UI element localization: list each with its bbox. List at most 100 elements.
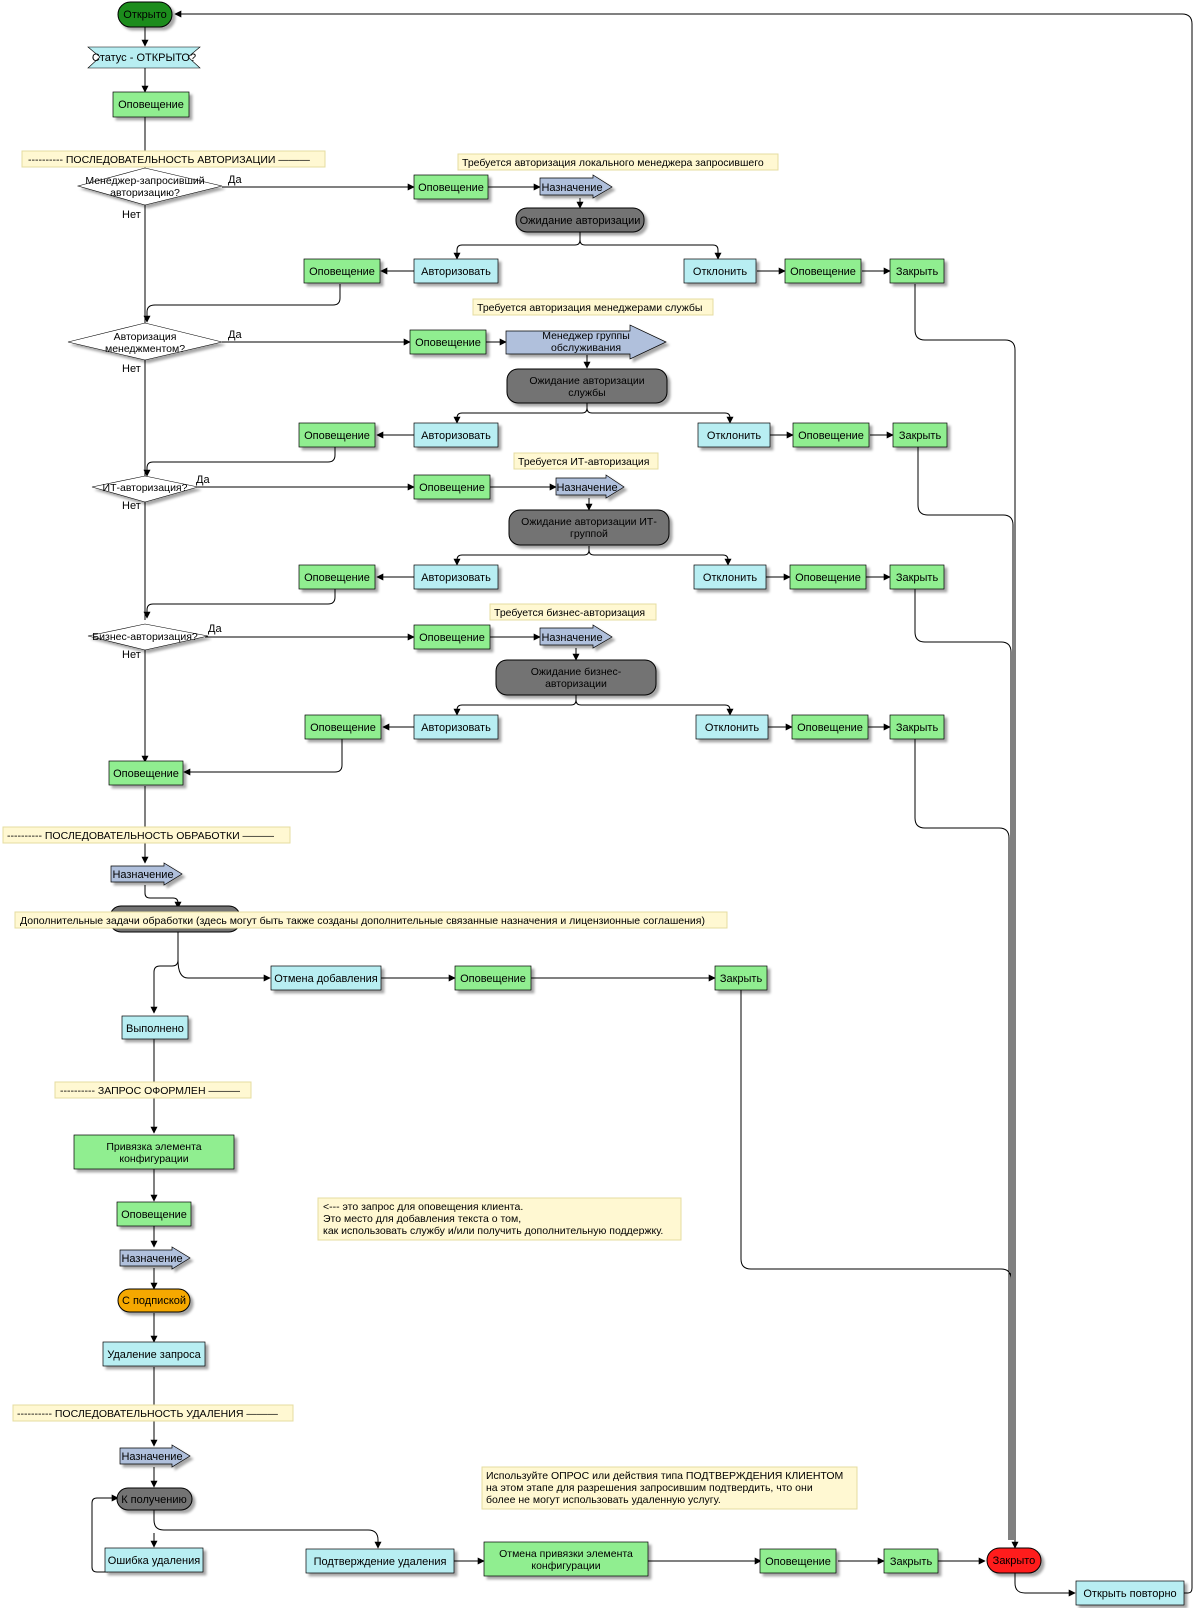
extra-tasks-bar[interactable]: Дополнительные задачи обработки (здесь м… xyxy=(14,905,728,933)
decision-manager[interactable]: Менеджер-запросивший авторизацию? xyxy=(76,167,223,206)
decision-management-line1: Авторизация xyxy=(114,331,177,343)
notify-box-label: Оповещение xyxy=(415,337,481,349)
wait-business-line1: Ожидание бизнес- xyxy=(531,666,622,678)
decision-management-line2: менеджментом? xyxy=(105,343,185,355)
wait-auth-label: Ожидание авторизации xyxy=(520,215,641,227)
notify-box[interactable]: Оповещение xyxy=(413,624,491,650)
note-service-managers-text: Требуется авторизация менеджерами службы xyxy=(477,302,702,314)
assign-arrow[interactable]: Назначение xyxy=(119,1246,191,1270)
wait-service-line2: службы xyxy=(568,387,605,399)
notify-box[interactable]: Оповещение xyxy=(112,91,190,118)
notify-box[interactable]: Оповещение xyxy=(409,329,487,355)
authorize-label: Авторизовать xyxy=(421,430,491,442)
decision-status-open-label: Статус - ОТКРЫТО? xyxy=(92,52,196,64)
close-box[interactable]: Закрыть xyxy=(889,258,945,284)
note-customer-line3: как использовать службу и/или получить д… xyxy=(323,1225,663,1237)
assign-arrow[interactable]: Назначение xyxy=(539,624,613,649)
notify-box-label: Оповещение xyxy=(790,266,856,278)
reject-box[interactable]: Отклонить xyxy=(693,564,767,590)
notify-box[interactable]: Оповещение xyxy=(413,474,491,500)
assign-arrow-label: Назначение xyxy=(541,182,602,194)
close-box[interactable]: Закрыть xyxy=(892,422,948,448)
decision-status-open[interactable]: Статус - ОТКРЫТО? xyxy=(87,46,201,69)
decision-management[interactable]: Авторизация менеджментом? xyxy=(67,322,223,361)
unbind-ci-box[interactable]: Отмена привязки элемента конфигурации xyxy=(483,1541,649,1577)
notify-box[interactable]: Оповещение xyxy=(298,564,376,590)
reopen-box[interactable]: Открыть повторно xyxy=(1075,1580,1185,1606)
notify-box[interactable]: Оповещение xyxy=(304,714,382,740)
done-label: Выполнено xyxy=(126,1023,184,1035)
notify-box[interactable]: Оповещение xyxy=(303,258,381,284)
assign-arrow[interactable]: Назначение xyxy=(555,474,625,499)
terminal-closed[interactable]: Закрыто xyxy=(986,1547,1042,1574)
reject-box[interactable]: Отклонить xyxy=(697,422,771,448)
notify-box-label: Оповещение xyxy=(419,632,485,644)
notify-box-label: Оповещение xyxy=(795,572,861,584)
reject-box[interactable]: Отклонить xyxy=(683,258,757,284)
notify-box[interactable]: Оповещение xyxy=(116,1201,192,1227)
assign-arrow[interactable]: Назначение xyxy=(119,1444,191,1468)
decision-business[interactable]: Бизнес-авторизация? xyxy=(87,623,209,651)
terminal-open[interactable]: Открыто xyxy=(117,1,173,28)
service-group-manager-arrow[interactable]: Менеджер группы обслуживания xyxy=(505,324,667,360)
assign-arrow-label: Назначение xyxy=(541,632,602,644)
wait-it-line2: группой xyxy=(570,528,608,540)
delete-request-label: Удаление запроса xyxy=(107,1349,201,1361)
reject-box[interactable]: Отклонить xyxy=(695,714,769,740)
wait-auth-box[interactable]: Ожидание авторизации xyxy=(515,207,645,233)
terminal-closed-label: Закрыто xyxy=(993,1555,1036,1567)
decision-it[interactable]: ИТ-авторизация? xyxy=(91,475,199,503)
note-it-required: Требуется ИТ-авторизация xyxy=(513,452,659,470)
terminal-subscription-label: С подпиской xyxy=(122,1295,186,1307)
notify-box[interactable]: Оповещение xyxy=(759,1548,837,1574)
section-auth-label: ---------- ПОСЛЕДОВАТЕЛЬНОСТЬ АВТОРИЗАЦИ… xyxy=(28,154,310,166)
terminal-subscription[interactable]: С подпиской xyxy=(117,1288,191,1313)
edge-no-4: Нет xyxy=(122,649,141,661)
wait-it-line1: Ожидание авторизации ИТ- xyxy=(521,516,657,528)
wait-business-box[interactable]: Ожидание бизнес- авторизации xyxy=(495,659,657,696)
section-auth: ---------- ПОСЛЕДОВАТЕЛЬНОСТЬ АВТОРИЗАЦИ… xyxy=(21,150,326,168)
close-box[interactable]: Закрыть xyxy=(889,714,945,740)
cancel-add-box[interactable]: Отмена добавления xyxy=(270,965,382,991)
assign-arrow[interactable]: Назначение xyxy=(110,862,183,886)
connectors xyxy=(91,10,1193,1597)
close-box[interactable]: Закрыть xyxy=(883,1548,939,1574)
notify-box[interactable]: Оповещение xyxy=(413,174,489,200)
notify-box[interactable]: Оповещение xyxy=(789,564,867,590)
notify-box-label: Оповещение xyxy=(460,973,526,985)
authorize-box[interactable]: Авторизовать xyxy=(413,258,499,284)
note-poll: Используйте ОПРОС или действия типа ПОДТ… xyxy=(481,1466,858,1510)
notify-box[interactable]: Оповещение xyxy=(108,760,184,786)
note-poll-line2: на этом этапе для разрешения запросившим… xyxy=(486,1482,813,1494)
notify-box[interactable]: Оповещение xyxy=(792,422,870,448)
done-box[interactable]: Выполнено xyxy=(121,1015,189,1040)
notify-box[interactable]: Оповещение xyxy=(454,965,532,991)
terminal-to-receive[interactable]: К получению xyxy=(116,1487,193,1511)
authorize-box[interactable]: Авторизовать xyxy=(413,564,499,590)
bind-ci-line2: конфигурации xyxy=(119,1153,188,1165)
notify-box[interactable]: Оповещение xyxy=(791,714,869,740)
notify-box[interactable]: Оповещение xyxy=(784,258,862,284)
note-business-required-text: Требуется бизнес-авторизация xyxy=(494,607,645,619)
authorize-box[interactable]: Авторизовать xyxy=(413,714,499,740)
close-box[interactable]: Закрыть xyxy=(714,965,768,991)
assign-arrow[interactable]: Назначение xyxy=(539,174,613,199)
close-label: Закрыть xyxy=(896,572,939,584)
wait-it-box[interactable]: Ожидание авторизации ИТ- группой xyxy=(508,509,670,546)
wait-service-box[interactable]: Ожидание авторизации службы xyxy=(506,368,668,404)
section-fulfilled-label: ---------- ЗАПРОС ОФОРМЛЕН ——— xyxy=(60,1085,240,1097)
edge-no-3: Нет xyxy=(122,500,141,512)
delete-request-box[interactable]: Удаление запроса xyxy=(102,1341,206,1367)
decision-business-label: Бизнес-авторизация? xyxy=(92,631,198,643)
bind-ci-box[interactable]: Привязка элемента конфигурации xyxy=(73,1134,235,1170)
note-customer-line1: <--- это запрос для оповещения клиента. xyxy=(323,1201,523,1213)
note-it-required-text: Требуется ИТ-авторизация xyxy=(518,456,649,468)
notify-box[interactable]: Оповещение xyxy=(298,422,376,448)
delete-confirm-box[interactable]: Подтверждение удаления xyxy=(305,1548,455,1574)
section-processing-label: ---------- ПОСЛЕДОВАТЕЛЬНОСТЬ ОБРАБОТКИ … xyxy=(7,830,275,842)
delete-error-box[interactable]: Ошибка удаления xyxy=(104,1547,204,1573)
close-box[interactable]: Закрыть xyxy=(889,564,945,590)
delete-error-label: Ошибка удаления xyxy=(108,1555,200,1567)
authorize-box[interactable]: Авторизовать xyxy=(413,422,499,448)
